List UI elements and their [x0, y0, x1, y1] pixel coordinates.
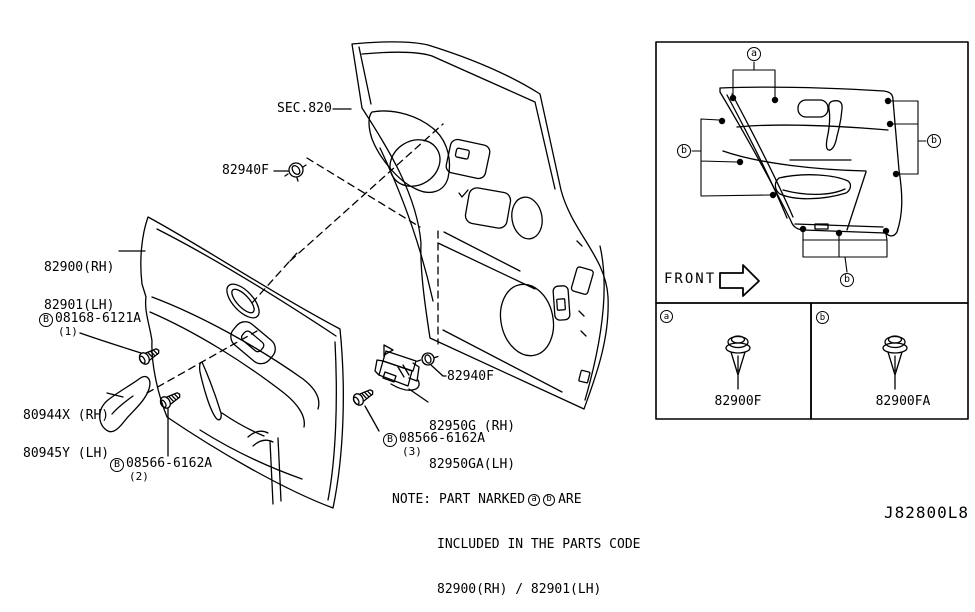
note-prefix: NOTE: PART NARKED	[392, 492, 526, 507]
trim-panel-label-lh: 82901(LH)	[44, 298, 115, 313]
screw-b1-qty: (1)	[58, 325, 78, 338]
inset-box-borders	[655, 41, 969, 420]
legend-a-marker: a	[660, 310, 673, 323]
screw-icon	[138, 348, 160, 365]
clip-position-dots	[718, 94, 900, 237]
grommet-icon	[416, 352, 439, 366]
note-marker-b: b	[543, 493, 556, 506]
armrest-cap-drawing	[99, 375, 151, 433]
pushpin-clip-icon	[725, 335, 751, 390]
screw-b1-marker: B	[39, 313, 53, 327]
door-shell-drawing	[351, 41, 609, 410]
screw-b2-qty: (2)	[129, 470, 149, 483]
bracket-drawing	[374, 344, 420, 391]
trim-panel-drawing	[140, 216, 344, 509]
screw-b3-part-label: 08566-6162A	[399, 431, 486, 446]
pushpin-clip-icon	[882, 335, 908, 390]
diagram-line-art	[79, 41, 969, 509]
trim-panel-label: 82900(RH) 82901(LH)	[44, 236, 114, 325]
armrest-label-lh: 80945Y (LH)	[23, 446, 110, 461]
note-block: NOTE: PART NARKED a b ARE INCLUDED IN TH…	[392, 462, 641, 612]
front-arrow-icon	[719, 264, 760, 297]
armrest-label: 80944X (RH) 80945Y (LH)	[23, 384, 109, 473]
leader-lines	[79, 108, 447, 457]
legend-a-part-label: 82900F	[714, 394, 762, 409]
grommet-icon	[284, 162, 307, 182]
note-marker-a: a	[528, 493, 541, 506]
diagram-code: J82800L8	[884, 503, 970, 522]
screw-b1-part-label: 08168-6121A	[55, 311, 142, 326]
screw-icon	[352, 389, 374, 406]
inset-marker-b-bottom: b	[840, 273, 854, 287]
bracket-label: 82950G (RH) 82950GA(LH)	[429, 395, 515, 484]
bracket-label-lh: 82950GA(LH)	[429, 457, 516, 472]
inset-marker-b-left: b	[677, 144, 691, 158]
legend-b-part-label: 82900FA	[875, 394, 931, 409]
front-label: FRONT	[664, 271, 717, 287]
inset-door-panel-drawing	[719, 86, 903, 237]
legend-b-marker: b	[816, 311, 829, 324]
grommet-mid-label: 82940F	[447, 369, 494, 384]
note-line2: INCLUDED IN THE PARTS CODE	[437, 537, 641, 552]
marker-bracket-lines	[691, 61, 927, 273]
screw-b3-qty: (3)	[402, 445, 422, 458]
screw-b3-marker: B	[383, 433, 397, 447]
bracket-label-rh: 82950G (RH)	[429, 419, 516, 434]
dashed-leader-lines	[146, 123, 444, 394]
inset-marker-a: a	[747, 47, 761, 61]
screw-b2-part-label: 08566-6162A	[126, 456, 213, 471]
armrest-label-rh: 80944X (RH)	[23, 408, 110, 423]
screw-b2-marker: B	[110, 458, 124, 472]
sec-ref-label: SEC.820	[277, 101, 332, 116]
trim-panel-label-rh: 82900(RH)	[44, 260, 115, 275]
grommet-top-label: 82940F	[222, 163, 269, 178]
screw-icon	[159, 392, 181, 409]
inset-marker-b-right: b	[927, 134, 941, 148]
parts-diagram-page: { "callouts": { "sec_ref": "SEC.820", "g…	[23, 41, 970, 597]
note-line3: 82900(RH) / 82901(LH)	[437, 582, 602, 597]
note-suffix: ARE	[558, 492, 582, 507]
